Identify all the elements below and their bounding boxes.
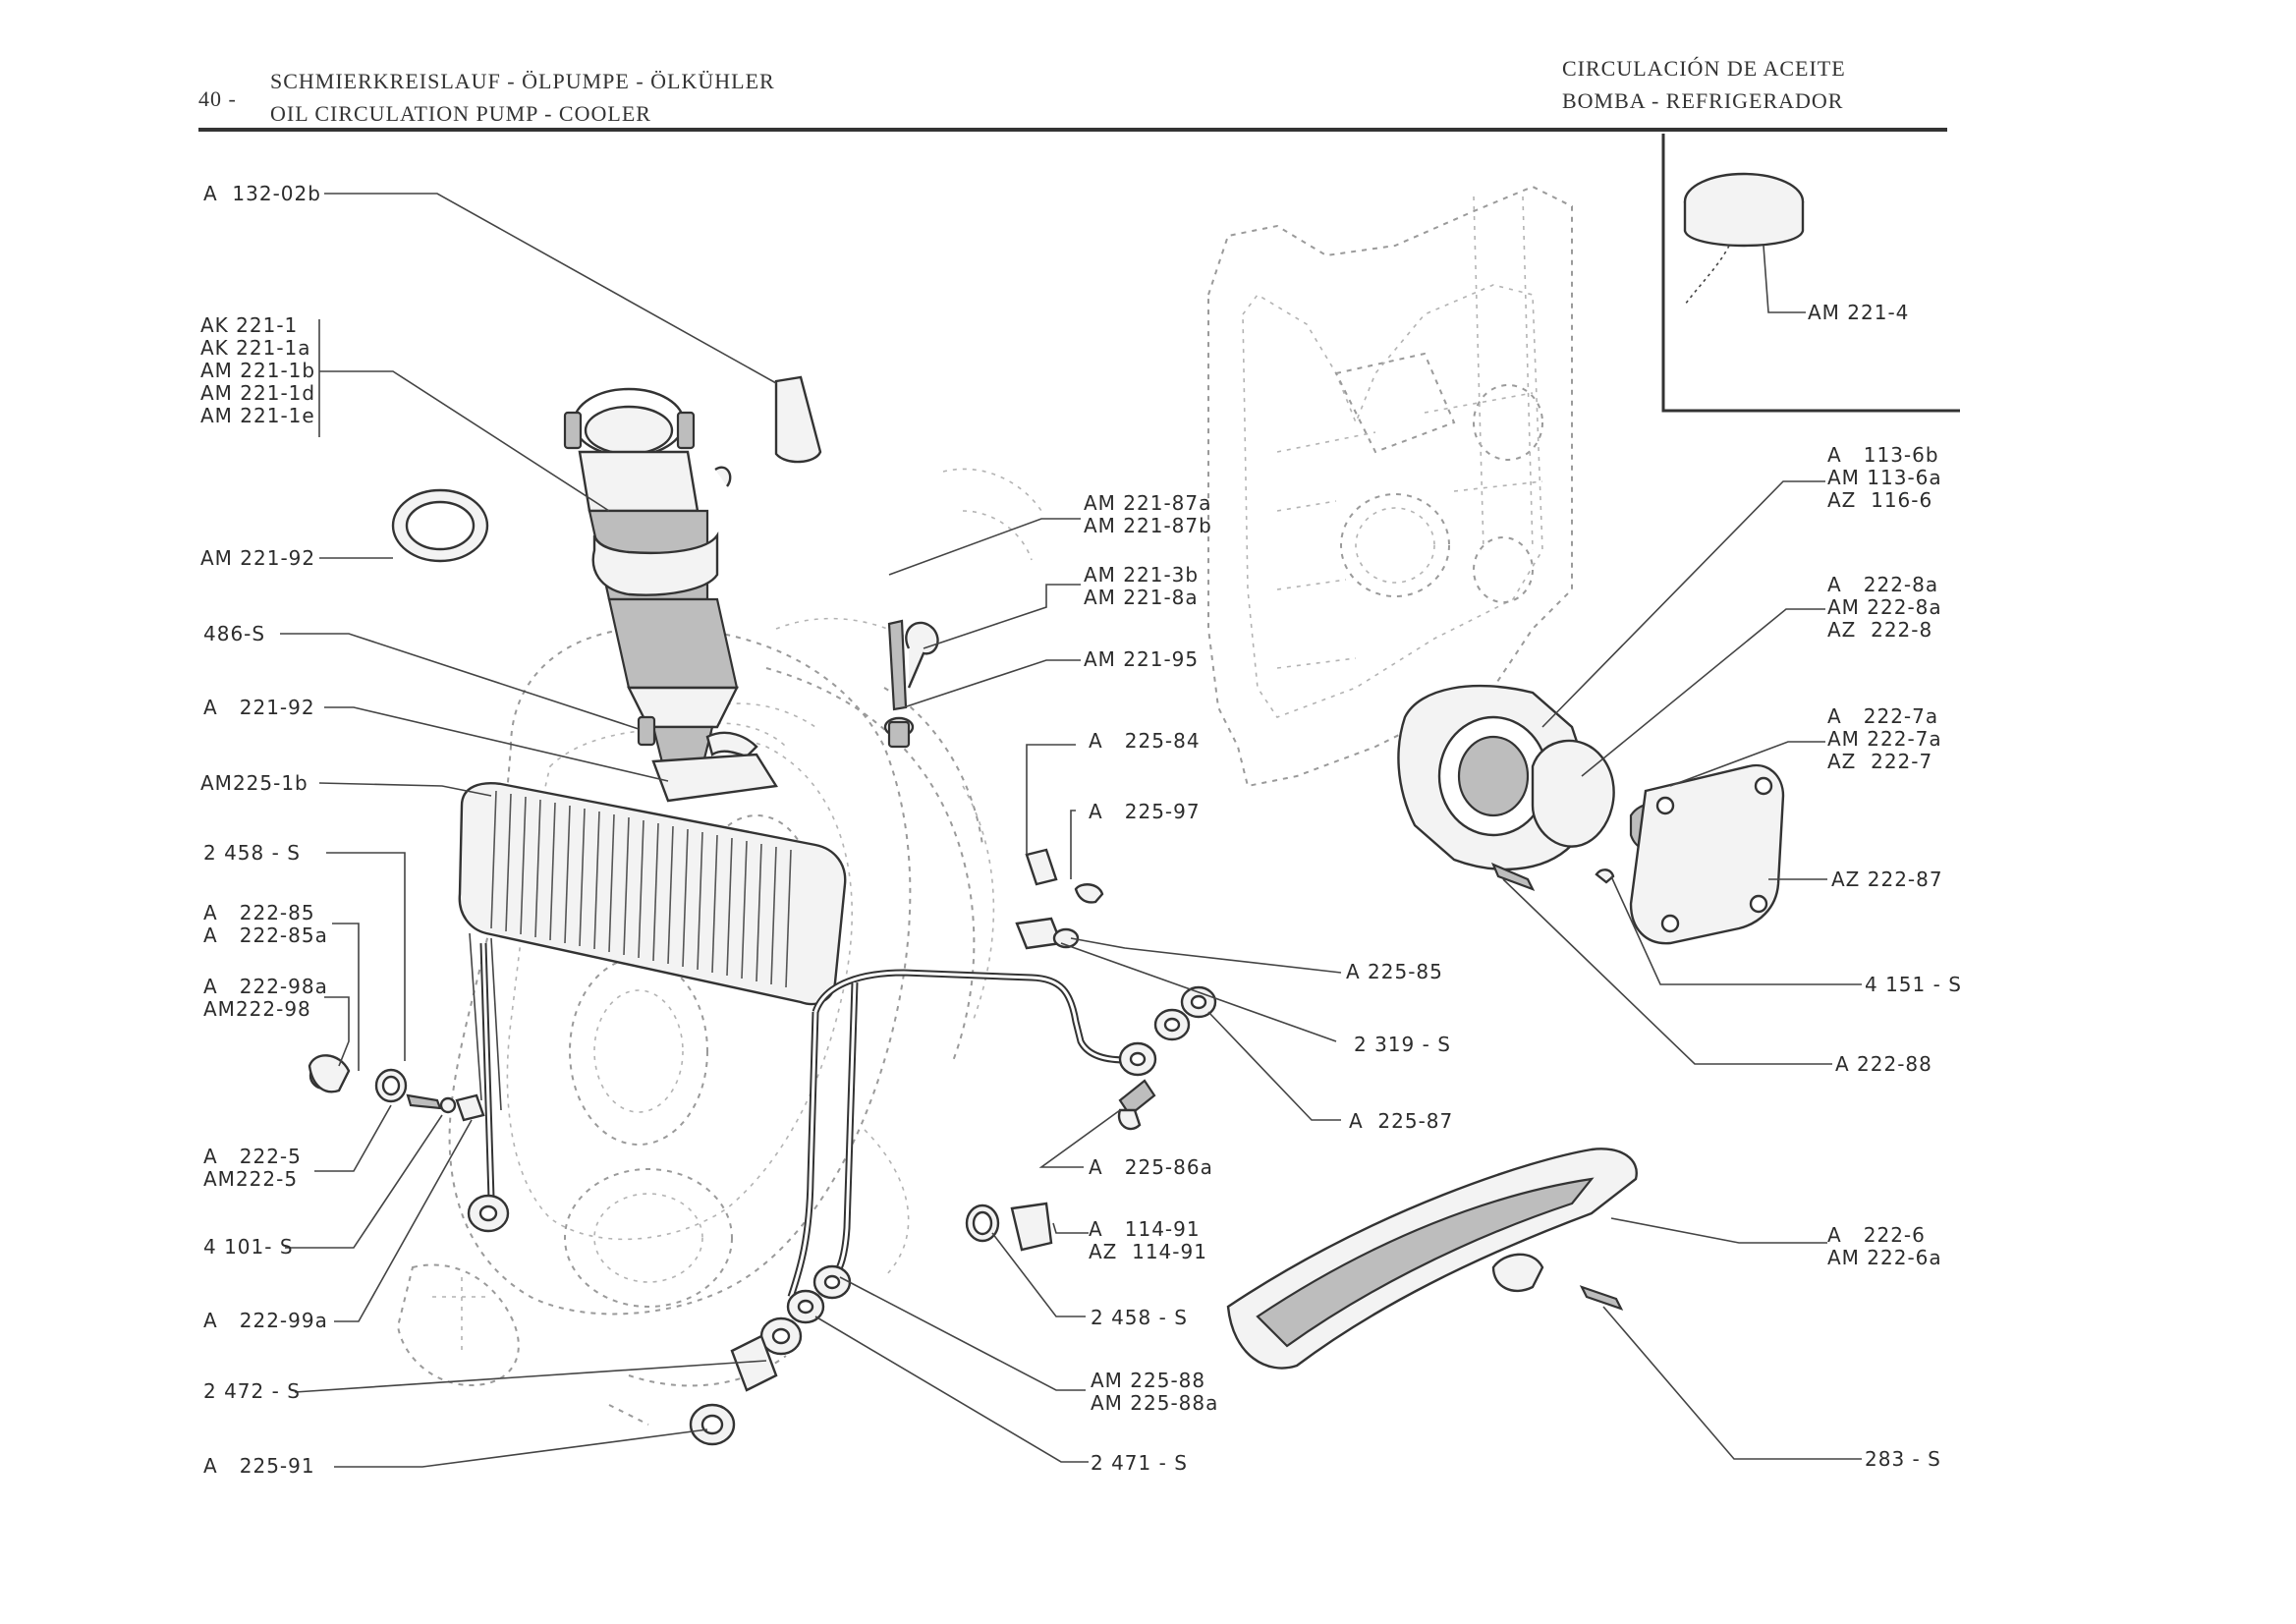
inset-frame bbox=[1661, 134, 1960, 413]
flange bbox=[651, 753, 779, 803]
callout-2471-s: 2 471 - S bbox=[1091, 1451, 1188, 1475]
gasket-ring bbox=[391, 488, 489, 563]
callout-a-222-6: A 222-6 AM 222-6a bbox=[1827, 1223, 1942, 1269]
callout-az-222-87: AZ 222-87 bbox=[1831, 868, 1943, 891]
callout-am-225-1b: AM225-1b bbox=[200, 771, 308, 795]
oil-cooler bbox=[458, 782, 847, 1111]
callout-a-225-84: A 225-84 bbox=[1089, 729, 1201, 753]
callout-am-221-3b: AM 221-3b AM 221-8a bbox=[1084, 563, 1200, 609]
callout-a-113-6b: A 113-6b AM 113-6a AZ 116-6 bbox=[1827, 443, 1942, 512]
callout-4101-s: 4 101- S bbox=[203, 1235, 294, 1259]
title-english: OIL CIRCULATION PUMP - COOLER bbox=[270, 101, 651, 126]
callout-a-225-85: A 225-85 bbox=[1346, 960, 1443, 983]
callout-am-221-95: AM 221-95 bbox=[1084, 647, 1200, 671]
oil-filler-assembly bbox=[563, 387, 758, 768]
callout-a-221-92: A 221-92 bbox=[203, 696, 315, 719]
leader-lines bbox=[280, 193, 1862, 1468]
callout-a-225-91: A 225-91 bbox=[203, 1454, 315, 1478]
title-german: SCHMIERKREISLAUF - ÖLPUMPE - ÖLKÜHLER bbox=[270, 69, 775, 93]
callout-283-s: 283 - S bbox=[1865, 1447, 1941, 1471]
callout-a-222-8a: A 222-8a AM 222-8a AZ 222-8 bbox=[1827, 573, 1942, 642]
crankcase-phantom bbox=[396, 468, 1042, 1426]
callout-a-222-88: A 222-88 bbox=[1835, 1052, 1932, 1076]
callout-4151-s: 4 151 - S bbox=[1865, 973, 1962, 996]
header-rule bbox=[198, 128, 1947, 132]
conical-plug bbox=[774, 375, 822, 464]
callout-am-221-87: AM 221-87a AM 221-87b bbox=[1084, 491, 1212, 537]
callout-ak-221-1-group: AK 221-1 AK 221-1a AM 221-1b AM 221-1d A… bbox=[200, 313, 316, 427]
title-spanish-line-1: CIRCULACIÓN DE ACEITE bbox=[1562, 56, 1846, 81]
callout-2458-s-left: 2 458 - S bbox=[203, 841, 301, 865]
callout-486-s: 486-S bbox=[203, 622, 266, 645]
callout-2319-s: 2 319 - S bbox=[1354, 1033, 1451, 1056]
callout-am-225-88: AM 225-88 AM 225-88a bbox=[1091, 1369, 1219, 1415]
title-spanish-line-2: BOMBA - REFRIGERADOR bbox=[1562, 88, 1844, 113]
callout-a-222-5: A 222-5 AM222-5 bbox=[203, 1145, 302, 1191]
callout-am-221-92: AM 221-92 bbox=[200, 546, 316, 570]
callout-2458-s-center: 2 458 - S bbox=[1091, 1306, 1188, 1329]
callout-2472-s: 2 472 - S bbox=[203, 1379, 301, 1403]
callout-a-225-97: A 225-97 bbox=[1089, 800, 1201, 823]
callout-a-225-86a: A 225-86a bbox=[1089, 1155, 1213, 1179]
oil-cap bbox=[1683, 172, 1805, 306]
callout-a-225-87: A 225-87 bbox=[1349, 1109, 1454, 1133]
callout-a-222-7a: A 222-7a AM 222-7a AZ 222-7 bbox=[1827, 704, 1942, 773]
callout-a-132-02b: A 132-02b bbox=[203, 182, 321, 205]
page-number: 40 - bbox=[198, 86, 237, 111]
callout-a-222-85: A 222-85 A 222-85a bbox=[203, 901, 328, 947]
callout-a-114-91: A 114-91 AZ 114-91 bbox=[1089, 1217, 1207, 1263]
callout-am-221-4: AM 221-4 bbox=[1808, 301, 1910, 324]
fittings bbox=[308, 619, 1217, 1446]
oil-pump bbox=[1397, 684, 1785, 945]
oil-pipes bbox=[479, 942, 1141, 1299]
callout-a-222-99a: A 222-99a bbox=[203, 1309, 328, 1332]
callout-a-222-98a: A 222-98a AM222-98 bbox=[203, 975, 328, 1021]
oil-pan-strainer bbox=[1226, 1148, 1638, 1370]
screw-486 bbox=[637, 715, 656, 747]
engine-block-phantom bbox=[1207, 185, 1573, 788]
